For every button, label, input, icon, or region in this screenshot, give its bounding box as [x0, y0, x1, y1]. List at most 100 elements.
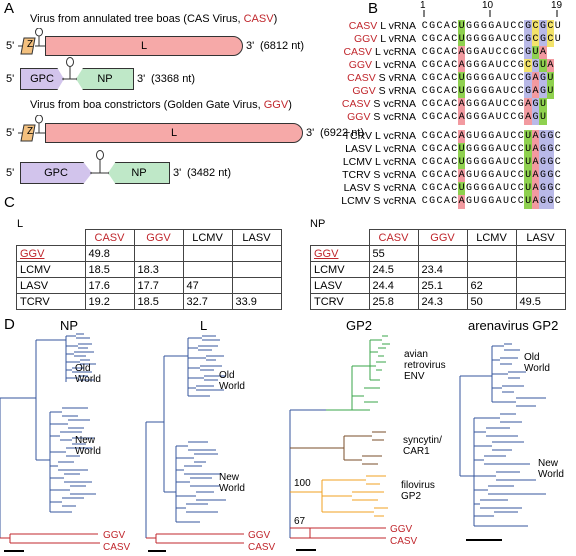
bootstrap-67: 67: [294, 516, 306, 527]
table-cell: 47: [182, 277, 233, 294]
nucleotide: G: [546, 143, 555, 157]
nucleotide: U: [502, 157, 509, 168]
nucleotide: A: [443, 60, 450, 71]
nucleotide: C: [546, 20, 555, 34]
nucleotide: G: [466, 34, 473, 45]
table-cell: [417, 245, 468, 262]
nucleotide: C: [436, 170, 443, 181]
nucleotide: C: [510, 21, 517, 32]
nucleotide: G: [466, 131, 473, 142]
nucleotide: A: [480, 47, 487, 58]
nucleotide: G: [480, 34, 487, 45]
casv-z-label: Z: [27, 39, 34, 50]
ggv-l-length: (6922 nt): [320, 127, 365, 139]
nucleotide: G: [531, 59, 540, 73]
arena-old-world-label-1: Old: [524, 352, 540, 363]
nucleotide: G: [517, 99, 524, 110]
sequence-virus: TCRV: [343, 130, 373, 142]
nucleotide: A: [457, 111, 466, 125]
sequence-segment: L vcRNA: [372, 130, 416, 142]
nucleotide: U: [502, 21, 509, 32]
casv-title-prefix: Virus from annulated tree boas (CAS Viru…: [30, 13, 244, 25]
nucleotide: G: [488, 157, 495, 168]
nucleotide: G: [480, 60, 487, 71]
nucleotide: G: [480, 131, 487, 142]
nucleotide: C: [451, 112, 458, 123]
nucleotide: U: [524, 182, 532, 196]
nucleotide: U: [502, 34, 509, 45]
table-cell: [515, 245, 566, 262]
np-ggv-label: GGV: [103, 530, 126, 541]
nucleotide: C: [510, 60, 517, 71]
nucleotide: U: [457, 143, 466, 157]
nucleotide: G: [429, 47, 436, 58]
sequence-segment: L vcRNA: [372, 143, 416, 155]
nucleotide: A: [457, 169, 466, 183]
nucleotide: C: [451, 21, 458, 32]
nucleotide: C: [517, 73, 524, 84]
np-new-world-clade: [49, 407, 96, 513]
nucleotide: C: [421, 99, 428, 110]
nucleotide: G: [517, 112, 524, 123]
nucleotide: C: [510, 86, 517, 97]
nucleotide: C: [451, 86, 458, 97]
nucleotide: C: [554, 196, 561, 207]
nucleotide: A: [531, 143, 540, 157]
gp2-arenavirus-outgroup: [290, 527, 386, 539]
nucleotide: C: [436, 34, 443, 45]
nucleotide: C: [517, 21, 524, 32]
sequence-segment: S vRNA: [375, 85, 416, 97]
nucleotide: U: [502, 73, 509, 84]
nucleotide: A: [443, 157, 450, 168]
sequence-segment: L vRNA: [377, 33, 416, 45]
table-cell: [182, 245, 233, 262]
nucleotide: C: [451, 47, 458, 58]
nucleotide: U: [524, 130, 532, 144]
nucleotide: G: [429, 86, 436, 97]
sequence-segment: S vcRNA: [370, 195, 416, 207]
table-cell: 25.1: [417, 277, 468, 294]
sequence-virus: CASV: [341, 98, 371, 110]
sequence-label: TCRV L vcRNA: [306, 130, 416, 142]
nucleotide: G: [429, 73, 436, 84]
identity-table-l: CASV GGV LCMV LASV GGV 49.8 LCMV 18.5 18…: [16, 229, 282, 310]
nucleotide: A: [443, 34, 450, 45]
sequence-label: LASV S vcRNA: [306, 182, 416, 194]
gp2-syncytin-clade: [290, 431, 386, 465]
gp2-avian-label-1: avian: [404, 349, 428, 360]
sequence-virus: LASV: [345, 143, 373, 155]
nucleotide: G: [480, 112, 487, 123]
col-header: CASV: [368, 229, 419, 246]
casv-title: Virus from annulated tree boas (CAS Viru…: [30, 13, 277, 25]
nucleotide: G: [473, 47, 480, 58]
nucleotide: A: [531, 169, 540, 183]
table-cell: 33.9: [231, 293, 282, 310]
np-old-world-label-1: Old: [75, 363, 91, 374]
nucleotide: G: [480, 86, 487, 97]
row-header: LASV: [16, 277, 86, 294]
table-cell: [133, 245, 184, 262]
nucleotide: C: [531, 33, 540, 47]
nucleotide: C: [436, 157, 443, 168]
table-cell: [466, 245, 517, 262]
panel-label-b: B: [368, 0, 379, 17]
nucleotide: G: [488, 183, 495, 194]
nucleotide: G: [466, 47, 473, 58]
nucleotide: U: [473, 196, 480, 207]
nucleotide: A: [488, 60, 495, 71]
nucleotide: G: [539, 33, 547, 47]
sequence-label: GGV L vRNA: [306, 33, 416, 45]
col-header: CASV: [84, 229, 135, 246]
l-new-world-label-1: New: [219, 472, 240, 483]
nucleotide: U: [473, 170, 480, 181]
sequence-label: CASV S vcRNA: [306, 98, 416, 110]
nucleotide: G: [480, 157, 487, 168]
nucleotide: A: [488, 99, 495, 110]
nucleotide: C: [524, 59, 532, 73]
sequence-virus: GGV: [348, 59, 373, 71]
nucleotide: A: [495, 144, 502, 155]
nucleotide: C: [421, 170, 428, 181]
